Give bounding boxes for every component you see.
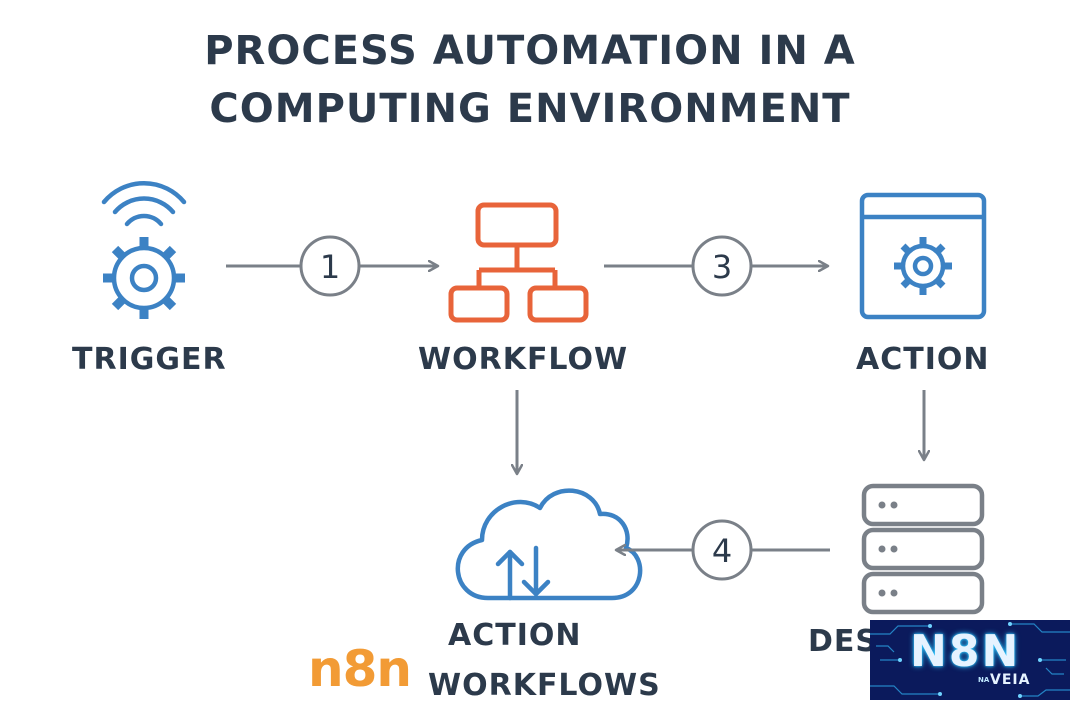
destination-label: DES — [808, 624, 879, 659]
badge-main-text: N8N — [910, 626, 1021, 677]
window-gear-icon — [859, 192, 987, 320]
n8n-na-veia-badge: N8N NA VEIA — [870, 620, 1070, 700]
flowchart-icon — [448, 202, 589, 323]
page-title: PROCESS AUTOMATION IN A COMPUTING ENVIRO… — [0, 22, 1060, 138]
action-label: ACTION — [856, 342, 990, 377]
step-1-circle: 1 — [299, 235, 361, 297]
title-line-2: COMPUTING ENVIRONMENT — [209, 86, 851, 132]
step-3-number: 3 — [712, 248, 732, 286]
circuit-pattern-icon — [870, 622, 1070, 698]
wifi-gear-icon — [101, 180, 187, 319]
cloud-label-line-2: WORKFLOWS — [428, 668, 661, 703]
step-1-number: 1 — [320, 248, 340, 286]
badge-sub-veia: VEIA — [990, 672, 1031, 688]
server-icon — [861, 483, 985, 615]
badge-sub-na: NA — [978, 676, 990, 684]
step-4-circle: 4 — [691, 519, 753, 581]
step-3-circle: 3 — [691, 235, 753, 297]
n8n-logo: n8n — [308, 640, 412, 698]
step-4-number: 4 — [712, 532, 732, 570]
trigger-label: TRIGGER — [72, 342, 227, 377]
cloud-sync-icon — [455, 488, 643, 601]
title-line-1: PROCESS AUTOMATION IN A — [204, 28, 856, 74]
workflow-label: WORKFLOW — [418, 342, 629, 377]
cloud-label-line-1: ACTION — [448, 618, 582, 653]
